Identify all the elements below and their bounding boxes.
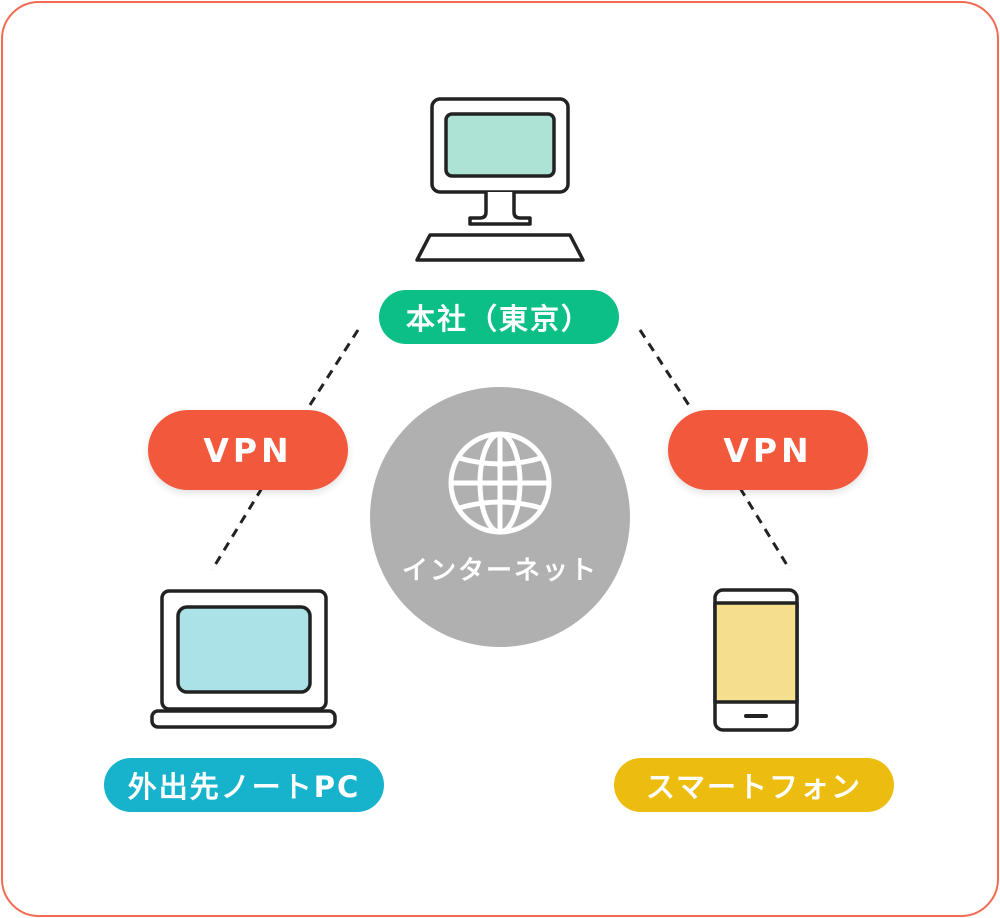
hq-label-pill: 本社（東京） [379, 290, 619, 344]
internet-label: インターネット [401, 556, 598, 586]
connection-line-left-vpn-to-laptop [210, 487, 264, 571]
connection-line-right-vpn-to-phone [738, 487, 792, 571]
laptop-label: 外出先ノートPC [127, 770, 361, 804]
vpn-label-left: VPN [203, 430, 293, 470]
hq-label: 本社（東京） [405, 302, 592, 336]
connection-line-hq-to-left-vpn [306, 329, 360, 409]
phone-label: スマートフォン [645, 770, 863, 804]
vpn-badge-right: VPN [668, 410, 868, 490]
connection-line-hq-to-right-vpn [638, 329, 694, 411]
desktop-computer-icon [415, 97, 585, 262]
smartphone-icon [713, 588, 799, 732]
globe-icon [448, 431, 552, 535]
phone-label-pill: スマートフォン [614, 758, 894, 812]
vpn-badge-left: VPN [148, 410, 348, 490]
laptop-label-pill: 外出先ノートPC [104, 758, 384, 812]
laptop-icon [150, 589, 337, 729]
vpn-label-right: VPN [723, 430, 813, 470]
